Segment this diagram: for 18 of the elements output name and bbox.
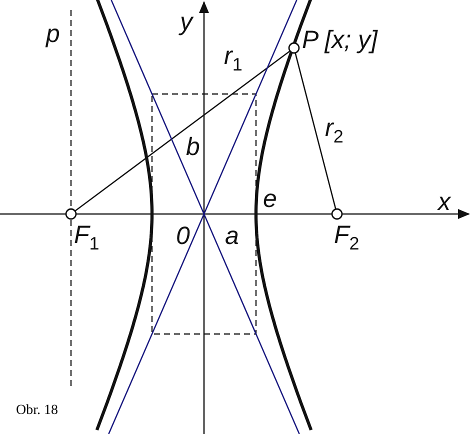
point-label: P [x; y] [302,28,378,53]
point-label: e [263,187,277,212]
segment-label: a [225,224,239,249]
segment-label: b [186,135,200,160]
edge-label: r$_{2}$ [325,116,344,146]
point-marker [65,208,77,220]
point-label: F$_{1}$ [74,223,100,252]
point-marker [288,42,300,54]
edge-label: r$_{1}$ [224,44,242,74]
figure-caption: Obr. 18 [16,404,58,418]
distance-line [74,50,290,212]
point-marker [331,208,343,220]
axis-label: y [180,10,192,35]
origin-label: 0 [176,224,190,249]
point-label: F$_{2}$ [334,223,360,252]
distance-line [294,52,336,210]
line-label: p [46,22,60,47]
axis-label: x [438,190,450,215]
